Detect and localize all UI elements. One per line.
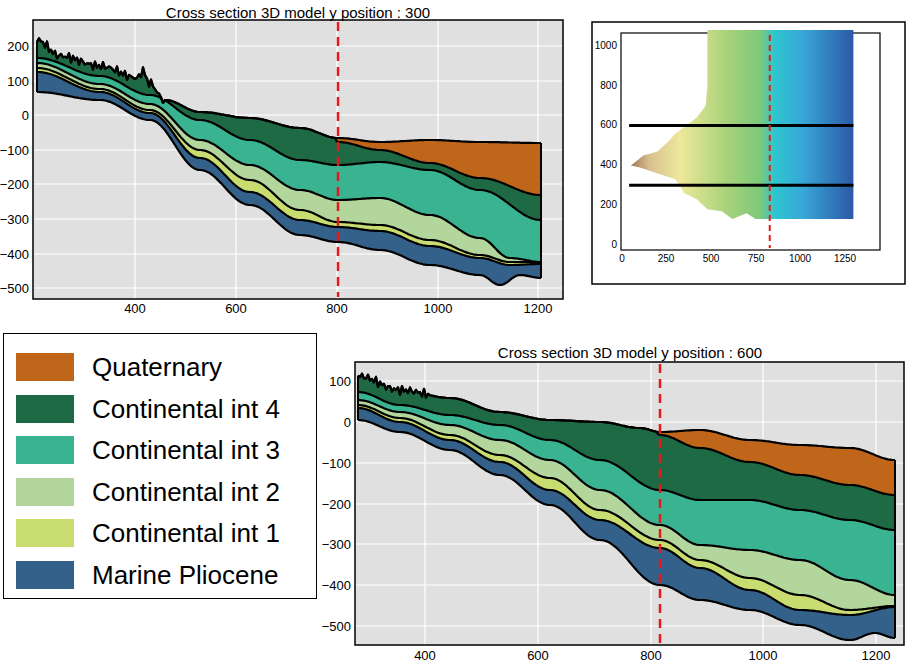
boundary-line [37, 92, 541, 285]
tick-label: 1200 [524, 302, 553, 315]
legend-swatch [16, 561, 74, 589]
boundary-line [358, 408, 895, 615]
legend-swatch [16, 436, 74, 464]
boundary-line [358, 374, 895, 495]
tick-label: 1200 [862, 649, 891, 662]
boundary-line [357, 376, 359, 420]
tick-label: 600 [600, 120, 617, 130]
tick-label: 0 [344, 416, 351, 429]
legend-swatch [16, 353, 74, 381]
legend-text: Continental int 3 [92, 436, 280, 464]
legend-swatch [16, 519, 74, 547]
tick-label: 0 [619, 254, 625, 264]
tick-label: 1000 [424, 302, 453, 315]
tick-label: 800 [600, 81, 617, 91]
tick-label: 400 [600, 160, 617, 170]
grid-line [134, 20, 135, 299]
legend-row: Continental int 3 [4, 435, 316, 465]
boundary-line [37, 38, 541, 195]
tick-label: −100 [322, 457, 351, 470]
tick-label: 800 [326, 302, 348, 315]
tick-label: −200 [0, 178, 29, 191]
plot-title: Cross section 3D model y position : 300 [166, 5, 430, 20]
tick-label: 0 [22, 109, 29, 122]
grid-line [355, 380, 904, 381]
boundary-line [540, 143, 542, 278]
boundary-line [37, 68, 541, 262]
section-marker [337, 22, 340, 297]
legend-text: Continental int 4 [92, 395, 280, 423]
section-marker [769, 35, 771, 248]
plot-area [33, 20, 563, 299]
tick-label: 800 [640, 649, 662, 662]
boundary-line [37, 72, 541, 265]
legend-swatch [16, 395, 74, 423]
legend-text: Continental int 1 [92, 519, 280, 547]
tick-label: 400 [124, 302, 146, 315]
grid-line [33, 45, 563, 46]
strata-layer [358, 392, 895, 595]
grid-line [33, 287, 563, 288]
tick-label: −500 [0, 282, 29, 295]
tick-label: 400 [414, 649, 436, 662]
axes-frame [355, 362, 904, 645]
tick-label: −500 [322, 620, 351, 633]
tick-label: 1250 [834, 254, 856, 264]
tick-label: 200 [7, 40, 29, 53]
section-marker [659, 364, 662, 643]
tick-label: 500 [703, 254, 720, 264]
boundary-line [358, 420, 895, 640]
legend-row: Continental int 1 [4, 518, 316, 548]
legend-row: Continental int 2 [4, 477, 316, 507]
legend-row: Quaternary [4, 352, 316, 382]
tick-label: −100 [0, 144, 29, 157]
tick-label: 100 [329, 375, 351, 388]
legend-text: Quaternary [92, 353, 222, 381]
inset-box [592, 22, 905, 284]
boundary-line [358, 392, 895, 530]
tick-label: −400 [322, 579, 351, 592]
strata-layer [358, 408, 895, 640]
plot-area [355, 362, 904, 645]
plot-title: Cross section 3D model y position : 600 [498, 345, 762, 360]
legend-text: Marine Pliocene [92, 561, 278, 589]
axes-frame [33, 20, 563, 299]
tick-label: 1000 [789, 254, 811, 264]
boundary-line [358, 405, 895, 610]
tick-label: 200 [600, 200, 617, 210]
section-line [629, 184, 853, 187]
legend-row: Continental int 4 [4, 394, 316, 424]
tick-label: −400 [0, 248, 29, 261]
tick-label: −300 [322, 538, 351, 551]
section-line [629, 124, 853, 127]
legend-box: QuaternaryContinental int 4 Continental i… [3, 333, 317, 599]
legend-row: Marine Pliocene [4, 560, 316, 590]
grid-line [33, 114, 563, 115]
tick-label: 1000 [749, 649, 778, 662]
tick-label: −300 [0, 213, 29, 226]
boundary-line [358, 400, 895, 595]
tick-label: 600 [225, 302, 247, 315]
tick-label: 250 [658, 254, 675, 264]
legend-swatch [16, 478, 74, 506]
boundary-line [894, 460, 896, 638]
tick-label: 0 [611, 240, 617, 250]
tick-label: 750 [748, 254, 765, 264]
tick-label: 100 [7, 75, 29, 88]
boundary-line [36, 42, 38, 92]
tick-label: 1000 [595, 41, 617, 51]
tick-label: −200 [322, 498, 351, 511]
strata-layer [358, 405, 895, 615]
legend-text: Continental int 2 [92, 478, 280, 506]
strata-layer [358, 400, 895, 610]
boundary-line [37, 58, 541, 220]
tick-label: 600 [527, 649, 549, 662]
